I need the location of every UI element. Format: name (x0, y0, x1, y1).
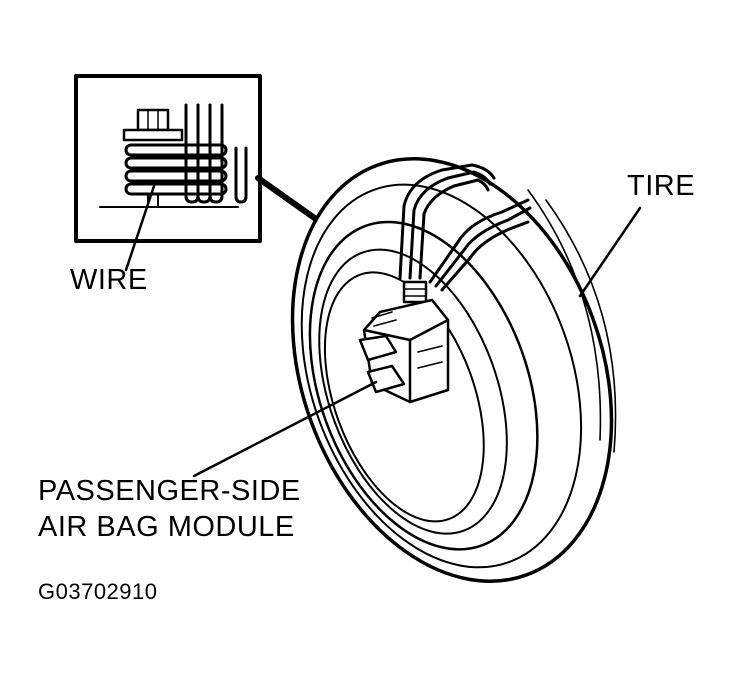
wire-detail-inset (74, 74, 262, 243)
wire-around-tire (398, 163, 532, 292)
tire-tread-lines (527, 189, 617, 453)
tire-label: TIRE (627, 170, 696, 202)
tire (290, 157, 614, 583)
bolt-icon (122, 108, 184, 142)
module-bolt-icon (402, 280, 428, 304)
airbag-label-line1: PASSENGER-SIDE (38, 475, 301, 507)
wire-label: WIRE (70, 264, 148, 296)
wire-loops-icon (184, 103, 248, 204)
airbag-module (358, 298, 450, 404)
tire-leader-line (578, 206, 642, 298)
airbag-leader-line (192, 380, 378, 478)
wire-leader-line (124, 184, 156, 272)
figure-code: G03702910 (38, 579, 158, 604)
wire-coil-icon (124, 143, 228, 196)
airbag-label-line2: AIR BAG MODULE (38, 511, 295, 543)
